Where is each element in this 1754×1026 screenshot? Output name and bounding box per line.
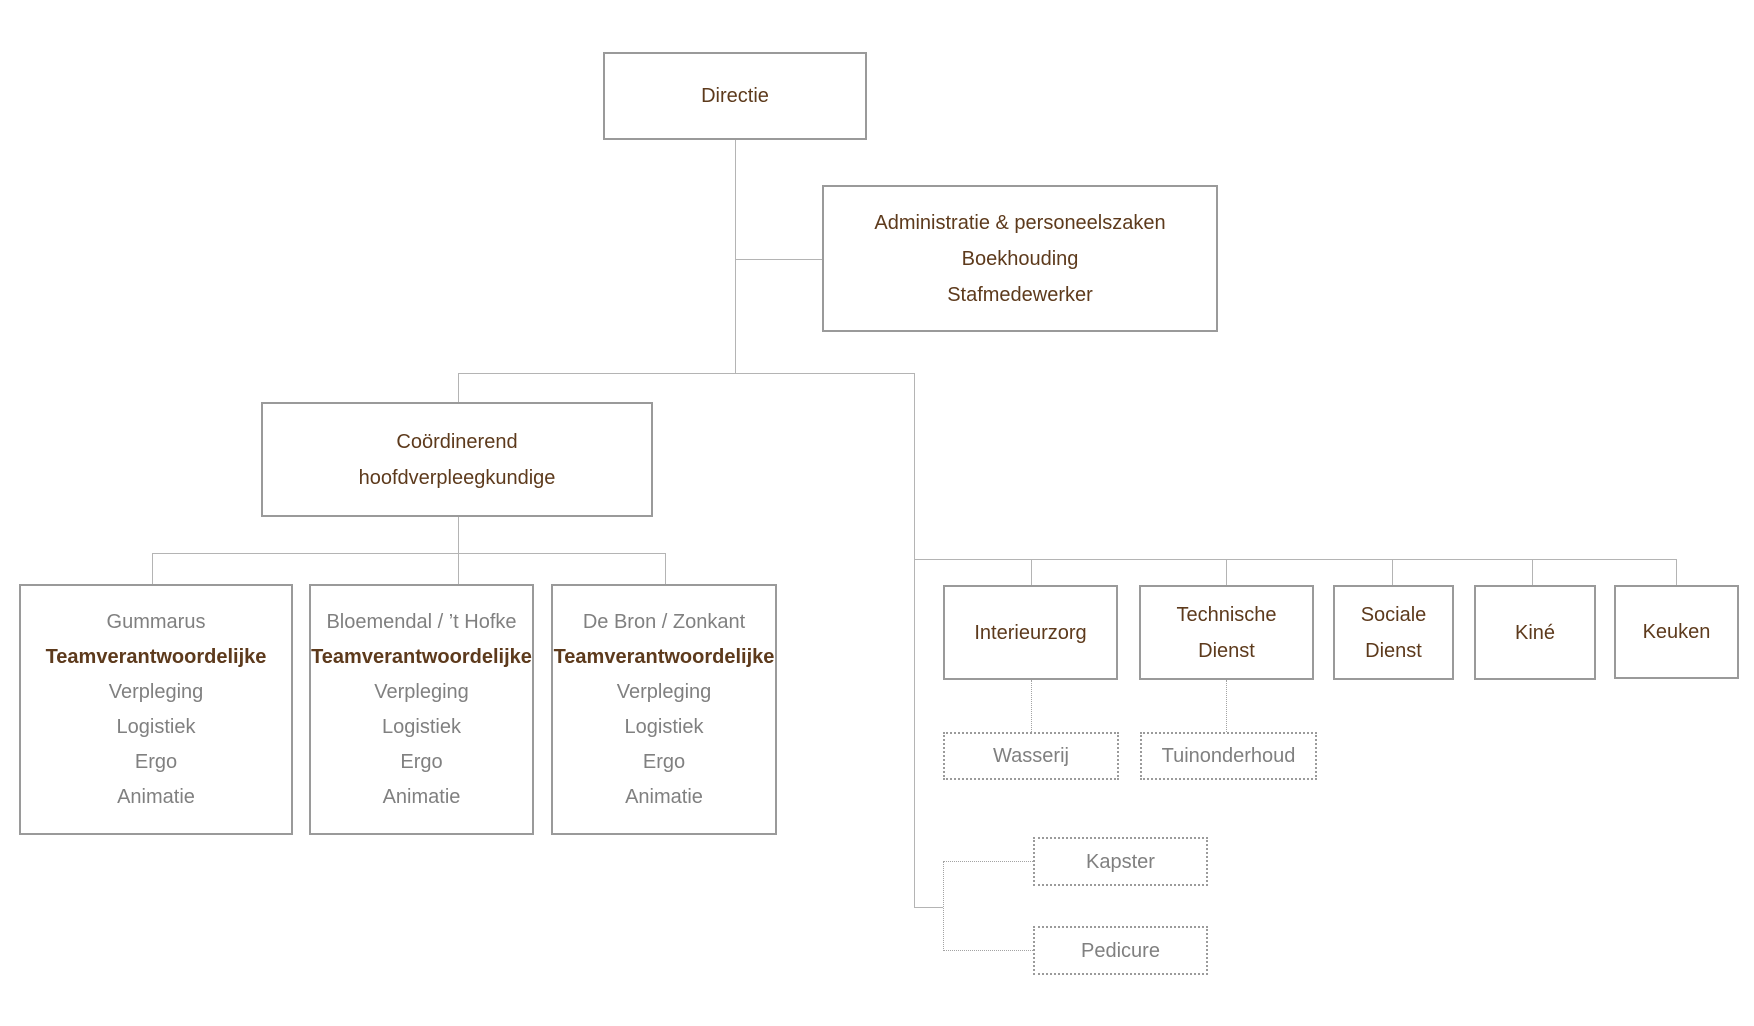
service-label: Dienst — [1365, 639, 1422, 662]
connector-services-horizontal — [914, 559, 1677, 560]
box-team-bloemendal: Bloemendal / ’t Hofke Teamverantwoordeli… — [309, 584, 534, 835]
box-directie: Directie — [603, 52, 867, 140]
coordinator-line: hoofdverpleegkundige — [358, 466, 556, 489]
team-unit: Logistiek — [116, 715, 196, 738]
connector-to-kine — [1532, 559, 1533, 585]
team-name: Gummarus — [106, 610, 206, 633]
box-team-debron: De Bron / Zonkant Teamverantwoordelijke … — [551, 584, 777, 835]
service-label: Dienst — [1198, 639, 1255, 662]
staff-line: Stafmedewerker — [947, 283, 1093, 306]
sub-service-label: Tuinonderhoud — [1161, 745, 1296, 767]
box-keuken: Keuken — [1614, 585, 1739, 679]
connector-to-coordinator — [458, 373, 459, 402]
box-wasserij: Wasserij — [943, 732, 1119, 780]
staff-line: Boekhouding — [961, 247, 1079, 270]
team-unit: Animatie — [382, 785, 461, 808]
connector-teams-horizontal — [152, 553, 666, 554]
team-unit: Animatie — [625, 785, 703, 808]
staff-line: Administratie & personeelszaken — [874, 211, 1166, 234]
box-interieurzorg: Interieurzorg — [943, 585, 1118, 680]
connector-dotted-to-kapster — [943, 861, 1033, 862]
team-name: De Bron / Zonkant — [582, 610, 746, 633]
team-unit: Verpleging — [616, 680, 712, 703]
sub-service-label: Kapster — [1086, 850, 1155, 873]
connector-to-keuken — [1676, 559, 1677, 585]
box-kine: Kiné — [1474, 585, 1596, 680]
team-unit: Verpleging — [108, 680, 204, 703]
box-sociale-dienst: Sociale Dienst — [1333, 585, 1454, 680]
box-technische-dienst: Technische Dienst — [1139, 585, 1314, 680]
service-label: Keuken — [1642, 621, 1711, 643]
directie-label: Directie — [701, 85, 769, 107]
connector-to-technische-dienst — [1226, 559, 1227, 585]
sub-service-label: Wasserij — [993, 745, 1069, 767]
service-label: Kiné — [1514, 621, 1556, 644]
box-tuinonderhoud: Tuinonderhoud — [1140, 732, 1317, 780]
connector-to-sociale-dienst — [1392, 559, 1393, 585]
box-coordinator: Coördinerend hoofdverpleegkundige — [261, 402, 653, 517]
connector-main-horizontal — [458, 373, 915, 374]
sub-service-label: Pedicure — [1081, 939, 1160, 962]
team-name: Bloemendal / ’t Hofke — [326, 610, 517, 633]
connector-dotted-to-wasserij — [1031, 680, 1032, 732]
team-role: Teamverantwoordelijke — [45, 645, 267, 668]
team-unit: Logistiek — [624, 715, 704, 738]
team-role: Teamverantwoordelijke — [553, 645, 775, 668]
service-label: Technische — [1176, 603, 1277, 626]
connector-to-staff-box — [735, 259, 822, 260]
box-kapster: Kapster — [1033, 837, 1208, 886]
box-team-gummarus: Gummarus Teamverantwoordelijke Verplegin… — [19, 584, 293, 835]
team-unit: Ergo — [400, 750, 443, 773]
connector-dotted-branch — [943, 861, 944, 951]
connector-to-team-3 — [665, 553, 666, 584]
connector-to-team-1 — [152, 553, 153, 584]
connector-directie-down — [735, 140, 736, 373]
connector-branch-jog — [914, 907, 943, 908]
box-pedicure: Pedicure — [1033, 926, 1208, 975]
team-unit: Verpleging — [374, 680, 469, 703]
team-role: Teamverantwoordelijke — [311, 645, 532, 668]
connector-dotted-to-pedicure — [943, 950, 1033, 951]
team-unit: Logistiek — [382, 715, 461, 738]
team-unit: Animatie — [117, 785, 195, 808]
connector-dotted-to-tuinonderhoud — [1226, 680, 1227, 732]
box-staff: Administratie & personeelszaken Boekhoud… — [822, 185, 1218, 332]
service-label: Sociale — [1360, 603, 1427, 626]
coordinator-line: Coördinerend — [396, 430, 518, 453]
team-unit: Ergo — [642, 750, 686, 773]
connector-to-interieurzorg — [1031, 559, 1032, 585]
connector-coordinator-down — [458, 517, 459, 584]
service-label: Interieurzorg — [974, 621, 1087, 644]
connector-right-branch-down — [914, 373, 915, 907]
team-unit: Ergo — [134, 750, 178, 773]
